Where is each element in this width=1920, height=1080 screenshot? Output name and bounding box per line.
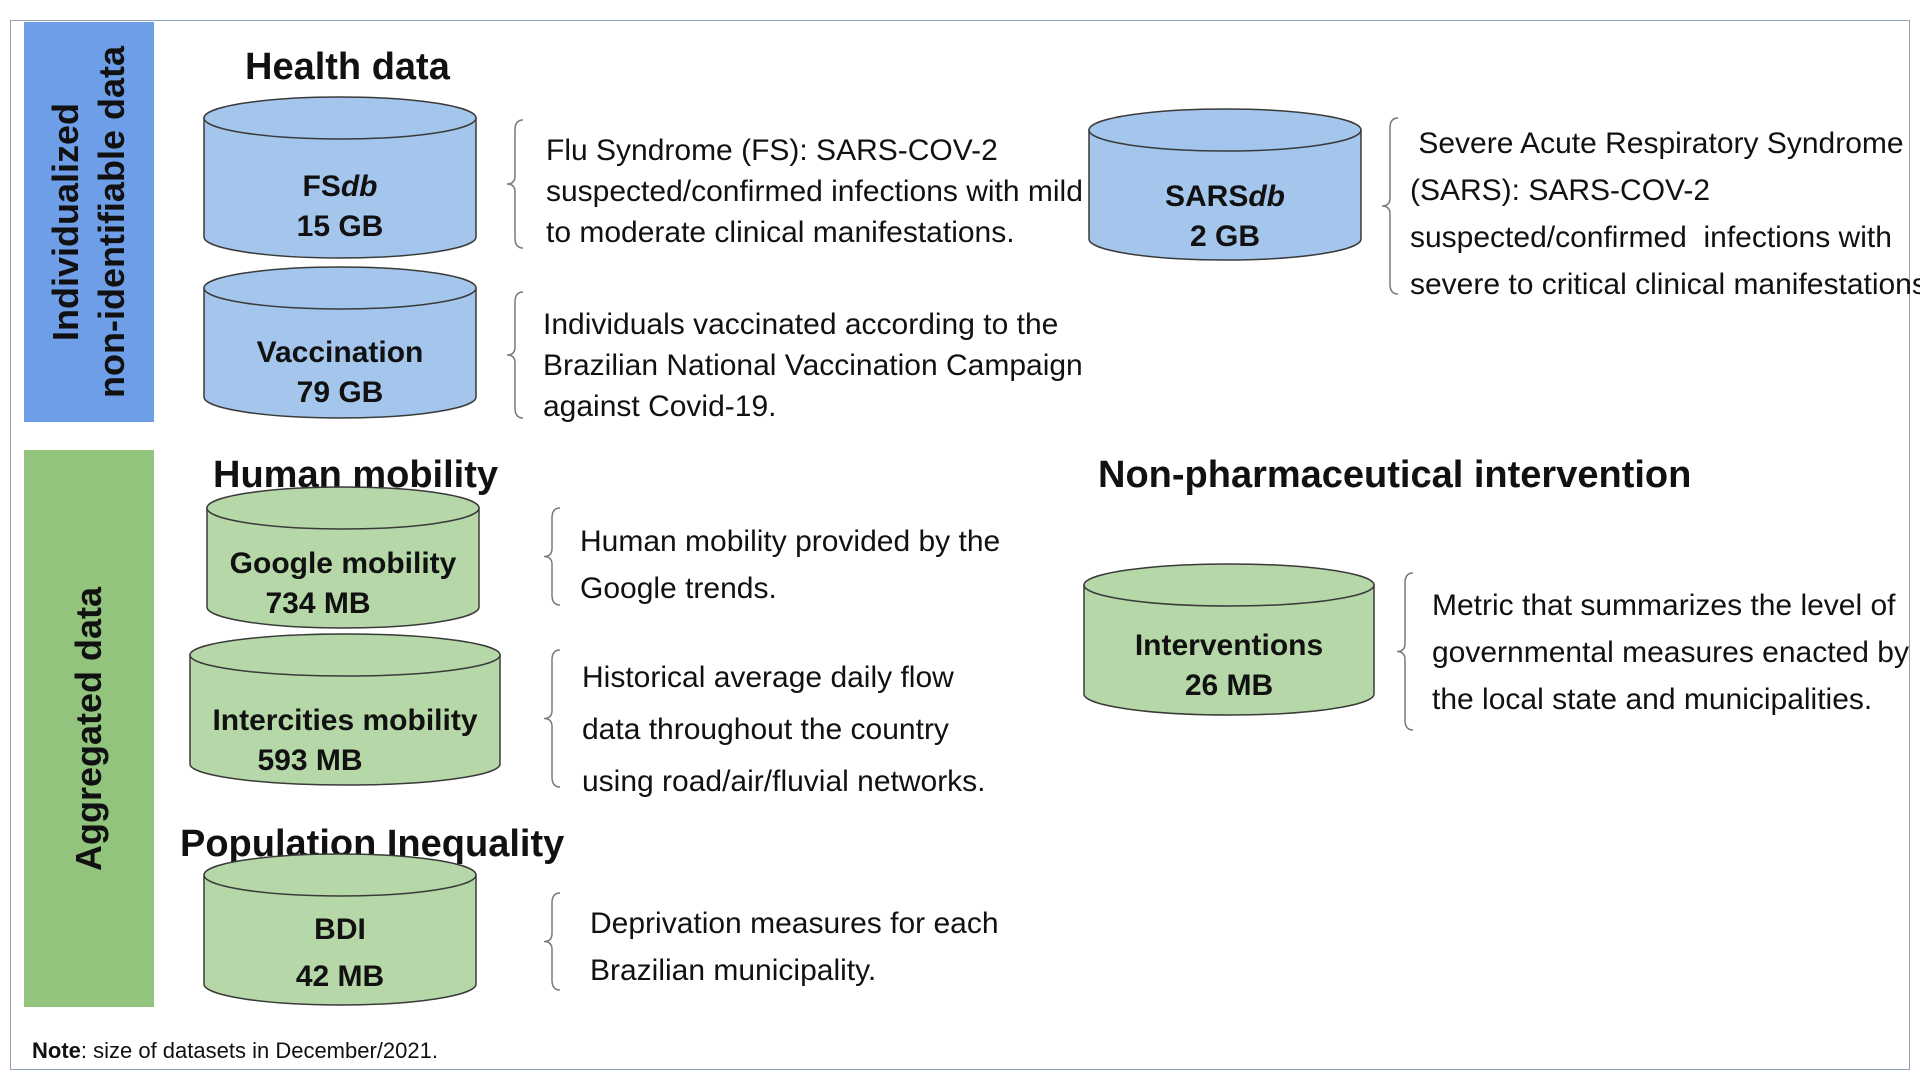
description-line: suspected/confirmed infections with mild bbox=[546, 175, 1083, 208]
dataset-name-plain-fsdb: FS bbox=[303, 170, 341, 203]
dataset-name-google: Google mobility bbox=[230, 547, 457, 580]
cylinder-body-interventions bbox=[1083, 584, 1375, 716]
footnote: Note: size of datasets in December/2021. bbox=[32, 1038, 438, 1064]
footnote-text: : size of datasets in December/2021. bbox=[80, 1038, 438, 1063]
cylinder-top-intercities bbox=[189, 633, 501, 677]
band-individualized: Individualized non-identifiable data bbox=[24, 22, 154, 422]
dataset-description-sarsdb: Severe Acute Respiratory Syndrome (SARS):… bbox=[1410, 120, 1920, 308]
dataset-name-italic-sarsdb: db bbox=[1248, 180, 1285, 213]
cylinder-body-intercities bbox=[189, 654, 501, 786]
dataset-name-italic-fsdb: db bbox=[341, 170, 378, 203]
brace-bdi bbox=[543, 892, 561, 991]
description-line: Brazilian municipality. bbox=[590, 954, 877, 987]
dataset-description-intercities: Historical average daily flow data throug… bbox=[582, 652, 986, 808]
dataset-google: Google mobility 734 MB bbox=[206, 486, 561, 629]
brace-google bbox=[543, 507, 561, 606]
description-line: Google trends. bbox=[580, 572, 777, 605]
cylinder-top-google bbox=[206, 486, 480, 530]
description-line: Brazilian National Vaccination Campaign bbox=[543, 349, 1083, 382]
description-line: Metric that summarizes the level of bbox=[1432, 589, 1896, 622]
cylinder-body-bdi bbox=[203, 874, 477, 1006]
description-line: suspected/confirmed infections with bbox=[1410, 221, 1892, 254]
dataset-size-sarsdb: 2 GB bbox=[1190, 220, 1260, 253]
cylinder-body-google bbox=[206, 507, 480, 629]
brace-interventions bbox=[1396, 572, 1414, 731]
description-line: Individuals vaccinated according to the bbox=[543, 308, 1059, 341]
cylinder-top-interventions bbox=[1083, 563, 1375, 607]
description-line: using road/air/fluvial networks. bbox=[582, 765, 986, 798]
dataset-name-plain-interventions: Interventions bbox=[1135, 629, 1323, 662]
description-line: Historical average daily flow bbox=[582, 661, 954, 694]
description-line: Severe Acute Respiratory Syndrome bbox=[1410, 127, 1904, 160]
dataset-interventions: Interventions 26 MB bbox=[1083, 563, 1414, 731]
dataset-size-intercities: 593 MB bbox=[257, 744, 362, 777]
brace-intercities bbox=[543, 649, 561, 788]
dataset-intercities: Intercities mobility 593 MB bbox=[189, 633, 561, 788]
dataset-fsdb: FSdb 15 GB bbox=[203, 96, 524, 259]
dataset-size-google: 734 MB bbox=[265, 587, 370, 620]
dataset-name-plain-vaccination: Vaccination bbox=[257, 336, 424, 369]
dataset-name-plain-sarsdb: SARS bbox=[1165, 180, 1248, 213]
description-line: severe to critical clinical manifestatio… bbox=[1410, 268, 1920, 301]
dataset-name-sarsdb: SARSdb bbox=[1165, 180, 1285, 213]
figure-frame bbox=[10, 20, 1910, 1070]
dataset-bdi: BDI 42 MB bbox=[203, 853, 561, 1006]
description-line: governmental measures enacted by bbox=[1432, 636, 1909, 669]
description-line: the local state and municipalities. bbox=[1432, 683, 1873, 716]
dataset-vaccination: Vaccination 79 GB bbox=[203, 266, 524, 419]
description-line: Human mobility provided by the bbox=[580, 525, 1001, 558]
section-title-npi: Non-pharmaceutical intervention bbox=[1098, 454, 1692, 496]
band-aggregated: Aggregated data bbox=[24, 450, 154, 1007]
description-line: Flu Syndrome (FS): SARS-COV-2 bbox=[546, 134, 998, 167]
dataset-name-plain-google: Google mobility bbox=[230, 547, 457, 580]
dataset-name-vaccination: Vaccination bbox=[257, 336, 424, 369]
dataset-name-plain-intercities: Intercities mobility bbox=[212, 704, 477, 737]
description-line: to moderate clinical manifestations. bbox=[546, 216, 1015, 249]
description-line: (SARS): SARS-COV-2 bbox=[1410, 174, 1711, 207]
brace-sarsdb bbox=[1381, 117, 1399, 295]
dataset-description-interventions: Metric that summarizes the level of gover… bbox=[1432, 582, 1909, 723]
cylinder-body-fsdb bbox=[203, 117, 477, 259]
dataset-name-plain-bdi: BDI bbox=[314, 913, 366, 946]
section-title-health: Health data bbox=[245, 46, 450, 88]
description-line: data throughout the country bbox=[582, 713, 949, 746]
description-line: Deprivation measures for each bbox=[590, 907, 999, 940]
dataset-sarsdb: SARSdb 2 GB bbox=[1088, 108, 1399, 295]
dataset-size-fsdb: 15 GB bbox=[297, 210, 384, 243]
dataset-name-interventions: Interventions bbox=[1135, 629, 1323, 662]
cylinder-body-sarsdb bbox=[1088, 129, 1362, 261]
brace-vaccination bbox=[506, 291, 524, 419]
dataset-description-fsdb: Flu Syndrome (FS): SARS-COV-2 suspected/c… bbox=[546, 130, 1083, 253]
dataset-size-bdi: 42 MB bbox=[296, 960, 384, 993]
cylinder-body-vaccination bbox=[203, 287, 477, 419]
dataset-name-fsdb: FSdb bbox=[303, 170, 378, 203]
cylinder-top-fsdb bbox=[203, 96, 477, 140]
description-line: against Covid-19. bbox=[543, 390, 777, 423]
brace-fsdb bbox=[506, 119, 524, 249]
dataset-name-bdi: BDI bbox=[314, 913, 366, 946]
cylinder-top-bdi bbox=[203, 853, 477, 897]
dataset-name-intercities: Intercities mobility bbox=[212, 704, 477, 737]
dataset-size-interventions: 26 MB bbox=[1185, 669, 1273, 702]
cylinder-top-sarsdb bbox=[1088, 108, 1362, 152]
footnote-label: Note bbox=[32, 1038, 81, 1063]
dataset-size-vaccination: 79 GB bbox=[297, 376, 384, 409]
cylinder-top-vaccination bbox=[203, 266, 477, 310]
